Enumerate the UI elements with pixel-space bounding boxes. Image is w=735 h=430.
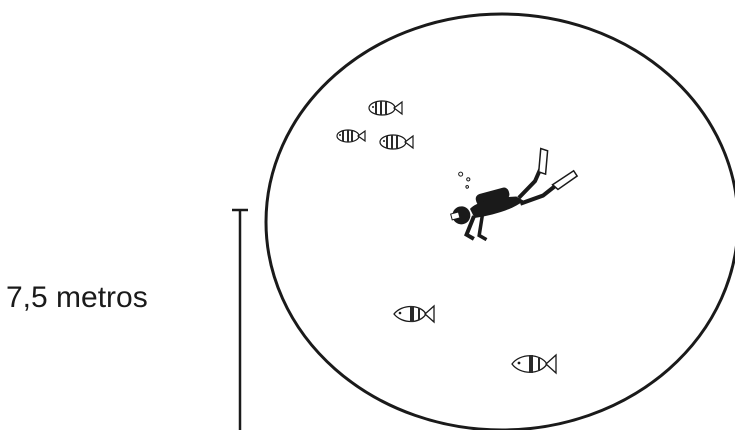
area-circle [266, 14, 735, 430]
striped-fish-icon [337, 130, 365, 142]
striped-fish-icon [380, 135, 413, 149]
angelfish-icon [512, 355, 556, 373]
measurement-label: 7,5 metros [6, 281, 148, 315]
measurement-bar [232, 210, 248, 430]
angelfish-icon [394, 306, 434, 322]
striped-fish-icon [369, 101, 402, 115]
scuba-diver-icon [440, 141, 587, 247]
